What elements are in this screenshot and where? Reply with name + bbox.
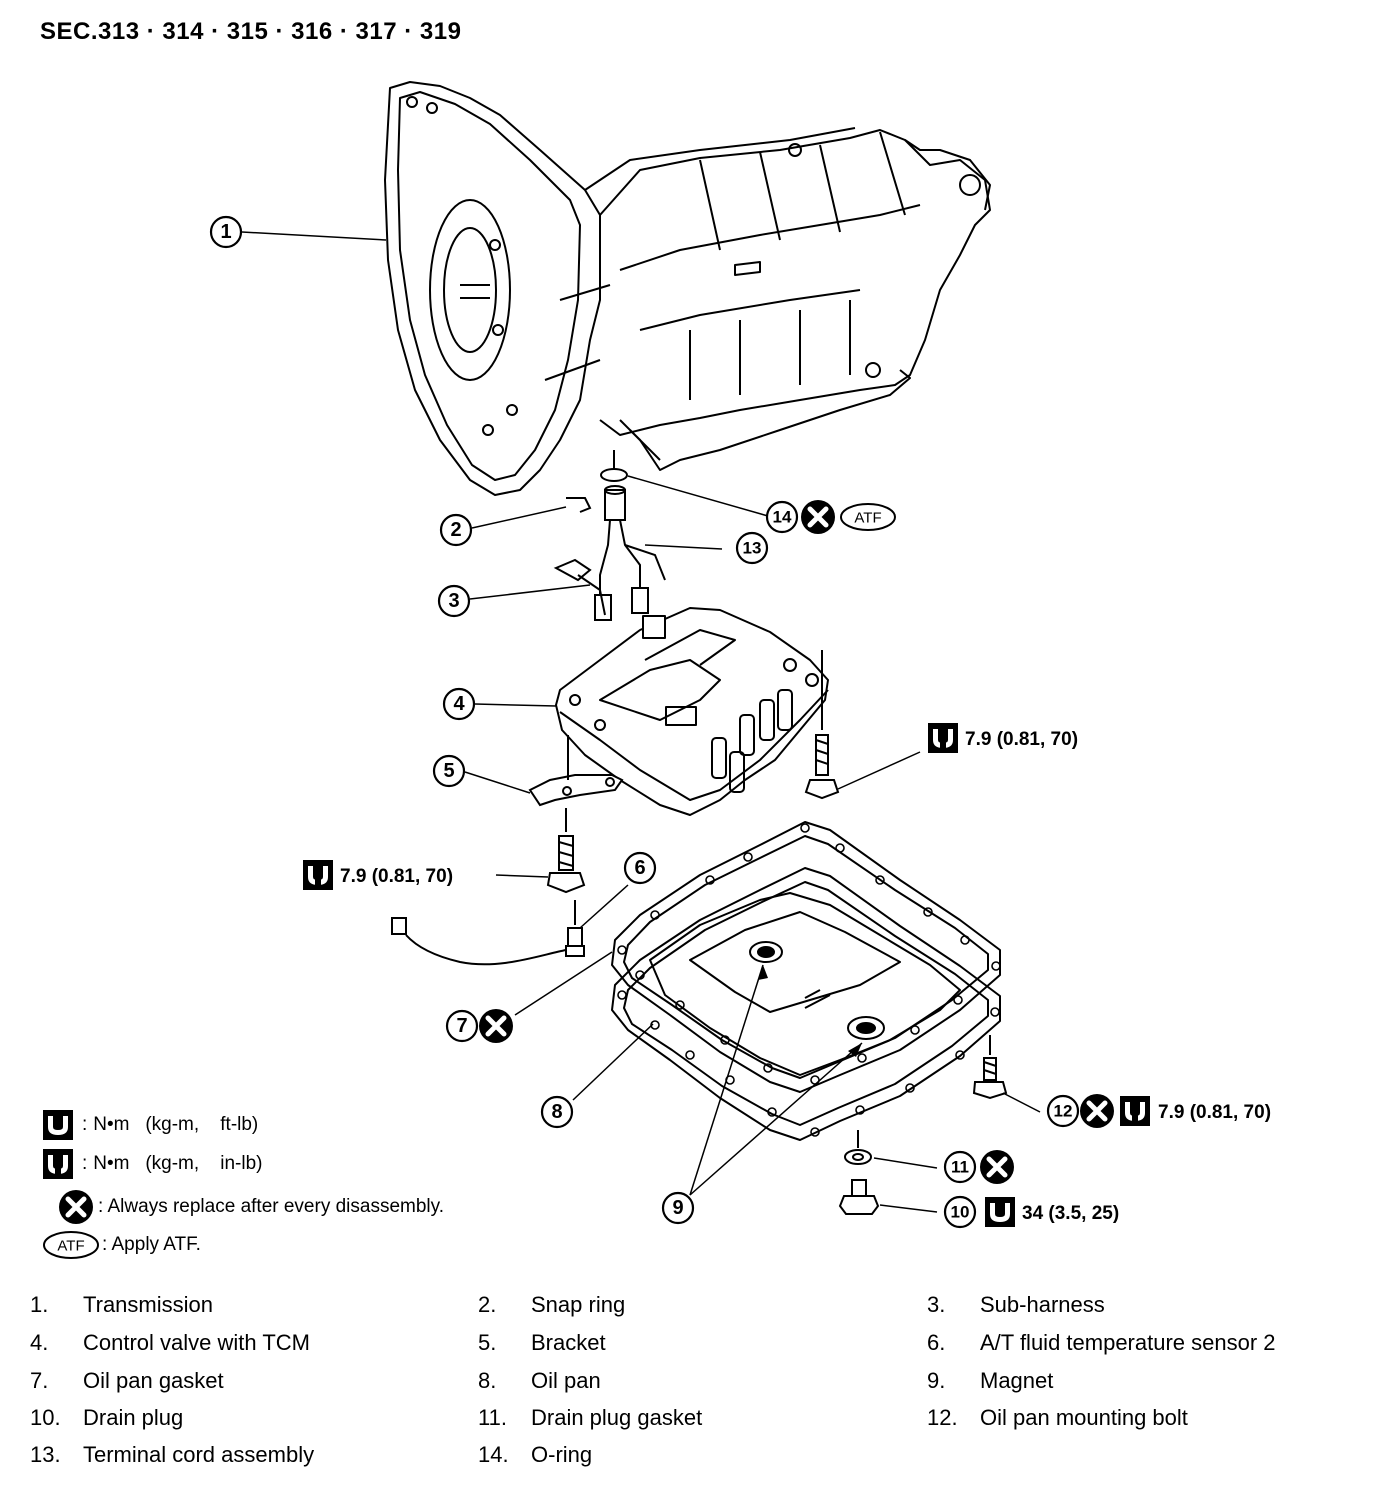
svg-text:34 (3.5, 25): 34 (3.5, 25) — [1022, 1203, 1119, 1224]
svg-text:14: 14 — [773, 508, 792, 527]
svg-text:7.9 (0.81, 70): 7.9 (0.81, 70) — [340, 866, 453, 887]
bracket-bolt — [546, 808, 586, 894]
atf-badge: ATF — [840, 503, 896, 531]
legend-atf: ATF : Apply ATF. — [42, 1228, 201, 1262]
legend-colon: : — [82, 1114, 88, 1135]
control-valve-bolt — [804, 650, 840, 800]
torque-spec-oil-pan: 7.9 (0.81, 70) — [1120, 1096, 1271, 1126]
callout-2: 2 — [439, 513, 473, 547]
svg-text:2: 2 — [450, 519, 461, 541]
callout-3: 3 — [437, 584, 471, 618]
legend-ft-lb-text: N•m (kg-m, ft-lb) — [93, 1114, 259, 1135]
svg-text:13: 13 — [743, 539, 762, 558]
callout-11: 11 — [943, 1150, 977, 1184]
oil-pan — [611, 867, 1001, 1141]
svg-text:8: 8 — [551, 1101, 562, 1123]
sub-harness — [553, 558, 606, 616]
replace-icon — [801, 500, 835, 534]
oil-pan-mounting-bolt — [972, 1035, 1008, 1100]
replace-icon — [1080, 1094, 1114, 1128]
legend-replace: : Always replace after every disassembly… — [58, 1190, 444, 1224]
legend-atf-text: : Apply ATF. — [102, 1234, 201, 1255]
callout-12: 12 — [1046, 1094, 1080, 1128]
control-valve-with-tcm — [555, 607, 829, 816]
svg-text:4: 4 — [453, 693, 465, 715]
callout-4: 4 — [442, 687, 476, 721]
svg-text:7.9 (0.81, 70): 7.9 (0.81, 70) — [1158, 1102, 1271, 1123]
svg-text:7.9 (0.81, 70): 7.9 (0.81, 70) — [965, 729, 1078, 750]
bracket — [528, 735, 624, 807]
svg-text:ATF: ATF — [57, 1238, 84, 1255]
atf-icon: ATF — [43, 1231, 99, 1259]
legend-colon: : — [82, 1153, 88, 1174]
svg-text:5: 5 — [443, 760, 454, 782]
svg-text:11: 11 — [951, 1158, 969, 1177]
legend-ft-lb: : N•m (kg-m, ft-lb) — [42, 1108, 258, 1142]
svg-text:ATF: ATF — [854, 510, 881, 527]
torque-ft-lb-icon — [43, 1110, 73, 1140]
torque-in-lb-icon — [928, 723, 958, 753]
svg-text:12: 12 — [1054, 1102, 1073, 1121]
svg-text:7: 7 — [456, 1015, 467, 1037]
callout-14: 14 — [765, 500, 799, 534]
section-title: SEC.313 · 314 · 315 · 316 · 317 · 319 — [40, 18, 462, 45]
legend-in-lb-text: N•m (kg-m, in-lb) — [93, 1153, 263, 1174]
svg-text:10: 10 — [951, 1203, 970, 1222]
torque-spec-bracket: 7.9 (0.81, 70) — [303, 860, 453, 890]
svg-text:3: 3 — [448, 590, 459, 612]
replace-icon — [59, 1190, 93, 1224]
torque-in-lb-icon — [303, 860, 333, 890]
legend-in-lb: : N•m (kg-m, in-lb) — [42, 1147, 263, 1181]
replace-icon — [479, 1009, 513, 1043]
callout-5: 5 — [432, 754, 466, 788]
oil-pan-gasket — [611, 821, 1001, 1093]
transmission — [384, 81, 991, 496]
callout-8: 8 — [540, 1095, 574, 1129]
callout-10: 10 — [943, 1195, 977, 1229]
drain-plug-gasket — [844, 1130, 872, 1165]
callout-9: 9 — [661, 1191, 695, 1225]
torque-in-lb-icon — [43, 1149, 73, 1179]
leader-lines — [241, 231, 1041, 1213]
callout-1: 1 — [209, 215, 243, 249]
svg-text:6: 6 — [634, 857, 645, 879]
svg-text:1: 1 — [220, 221, 231, 243]
legend-replace-text: : Always replace after every disassembly… — [98, 1196, 445, 1217]
torque-ft-lb-icon — [985, 1197, 1015, 1227]
replace-icon — [980, 1150, 1014, 1184]
callout-6: 6 — [623, 851, 657, 885]
svg-text:9: 9 — [672, 1197, 683, 1219]
magnets — [749, 941, 885, 1040]
drain-plug — [838, 1179, 880, 1215]
torque-spec-drain-plug: 34 (3.5, 25) — [985, 1197, 1119, 1227]
torque-spec-control-valve: 7.9 (0.81, 70) — [928, 723, 1078, 753]
torque-in-lb-icon — [1120, 1096, 1150, 1126]
snap-ring — [566, 497, 592, 513]
terminal-cord-assembly — [594, 450, 666, 621]
callout-13: 13 — [735, 531, 769, 565]
callout-7: 7 — [445, 1009, 479, 1043]
fluid-temperature-sensor — [391, 900, 585, 966]
